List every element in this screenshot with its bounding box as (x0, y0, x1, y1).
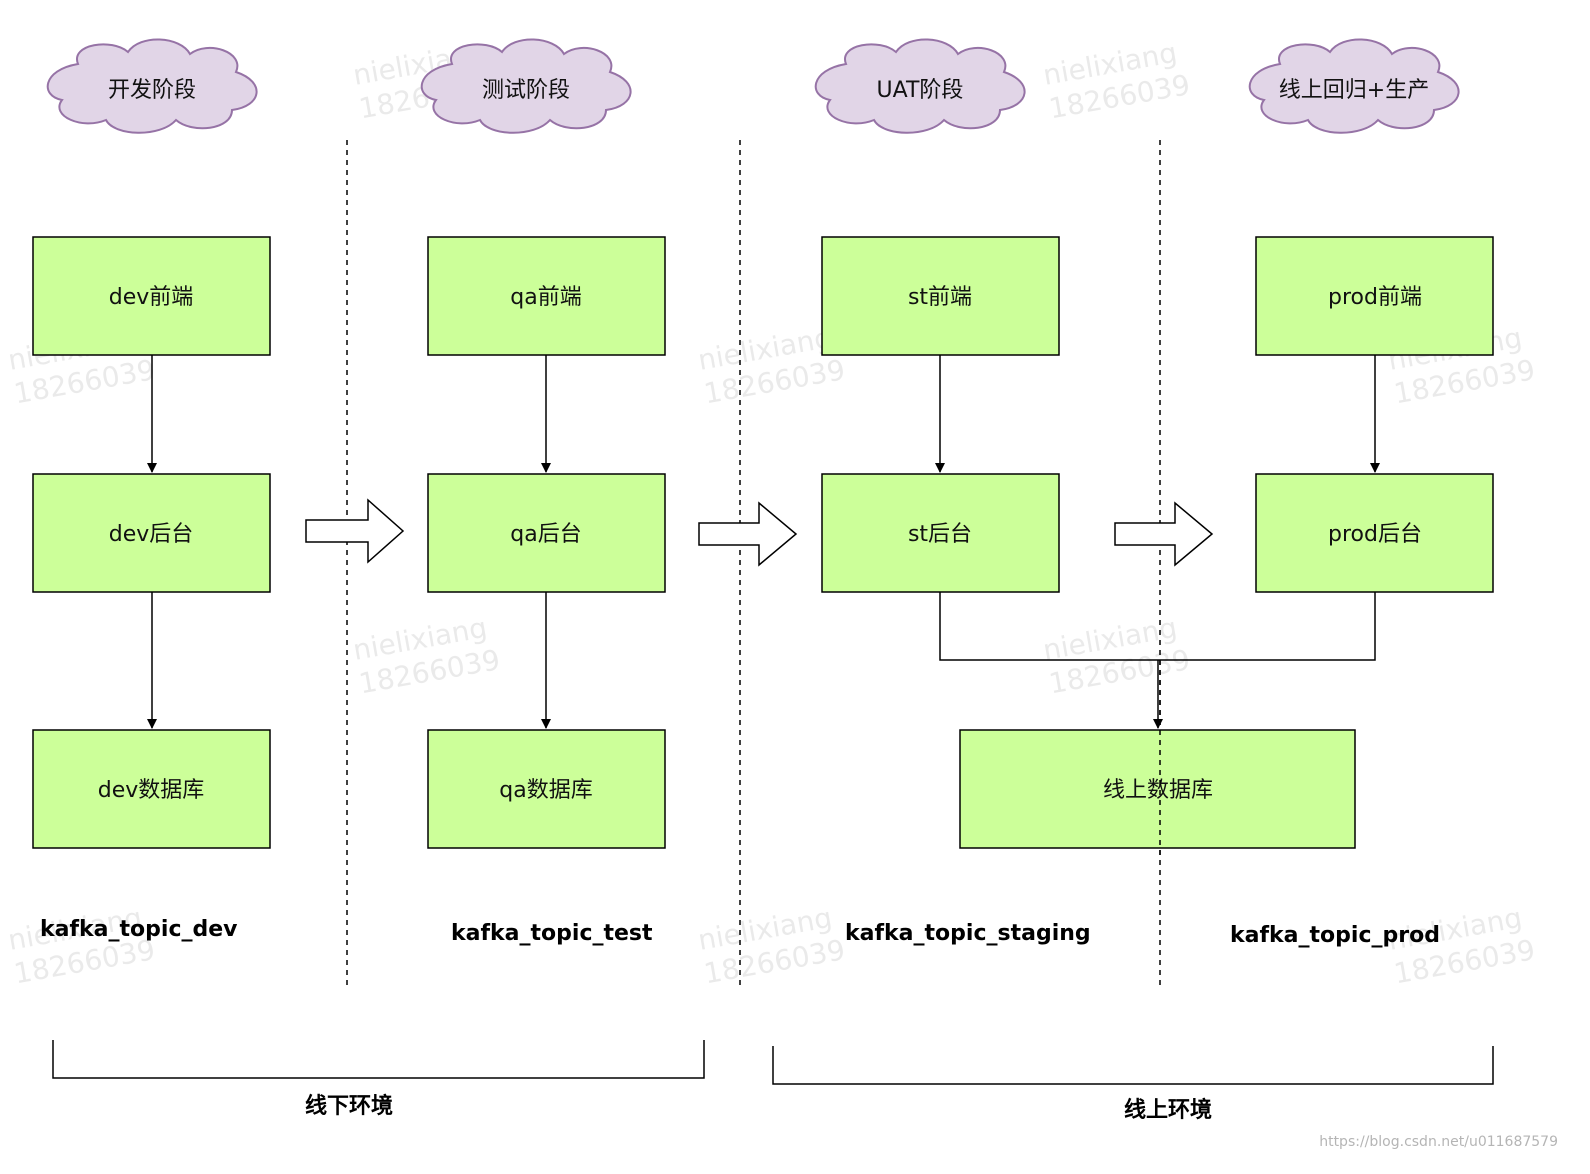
box-label: prod前端 (1328, 285, 1422, 310)
box-label: st后台 (908, 522, 972, 547)
box-st-backend: st后台 (821, 473, 1060, 593)
box-label: 线上数据库 (1103, 778, 1213, 803)
box-online-database: 线上数据库 (959, 729, 1356, 849)
component-boxes: dev前端 dev后台 dev数据库 qa前端 qa后台 qa数据库 st前端 (32, 236, 1494, 849)
box-label: qa前端 (510, 285, 581, 310)
stage-label-dev: 开发阶段 (108, 78, 196, 103)
box-label: dev后台 (109, 522, 194, 547)
stage-cloud-test: 测试阶段 (420, 38, 632, 134)
box-label: prod后台 (1328, 522, 1422, 547)
env-label-online: 线上环境 (1124, 1097, 1212, 1123)
stage-label-uat: UAT阶段 (877, 78, 964, 103)
box-label: st前端 (908, 285, 972, 310)
environment-brackets (52, 1040, 1494, 1085)
topic-label-staging: kafka_topic_staging (845, 921, 1091, 946)
stage-label-prod: 线上回归+生产 (1279, 78, 1429, 103)
topic-label-test: kafka_topic_test (451, 921, 653, 946)
box-st-frontend: st前端 (821, 236, 1060, 356)
box-qa-frontend: qa前端 (427, 236, 666, 356)
topic-label-prod: kafka_topic_prod (1230, 923, 1440, 948)
promotion-arrow-dev-to-test (305, 498, 405, 564)
env-label-offline: 线下环境 (305, 1093, 393, 1119)
stage-separators (346, 140, 1161, 988)
box-label: qa数据库 (499, 778, 592, 803)
box-label: qa后台 (510, 522, 581, 547)
stage-label-test: 测试阶段 (482, 78, 570, 103)
kafka-topics: kafka_topic_dev kafka_topic_test kafka_t… (40, 917, 1440, 948)
stage-clouds: 开发阶段 测试阶段 UAT阶段 线上回归+生产 (46, 38, 1460, 134)
box-prod-backend: prod后台 (1255, 473, 1494, 593)
offline-bracket (52, 1040, 705, 1079)
stage-cloud-uat: UAT阶段 (814, 38, 1026, 134)
online-bracket (772, 1046, 1494, 1085)
box-label: dev前端 (109, 285, 194, 310)
box-dev-frontend: dev前端 (32, 236, 271, 356)
box-dev-backend: dev后台 (32, 473, 271, 593)
promotion-arrow-test-to-uat (698, 501, 798, 567)
box-qa-backend: qa后台 (427, 473, 666, 593)
promotion-arrow-uat-to-prod (1114, 501, 1214, 567)
box-prod-frontend: prod前端 (1255, 236, 1494, 356)
source-credit: https://blog.csdn.net/u011687579 (1319, 1134, 1558, 1150)
connectors (147, 355, 1380, 729)
box-dev-database: dev数据库 (32, 729, 271, 849)
box-label: dev数据库 (98, 778, 205, 803)
promotion-arrows (305, 498, 1214, 567)
stage-cloud-dev: 开发阶段 (46, 38, 258, 134)
topic-label-dev: kafka_topic_dev (40, 917, 238, 942)
box-qa-database: qa数据库 (427, 729, 666, 849)
stage-cloud-prod: 线上回归+生产 (1248, 38, 1460, 134)
